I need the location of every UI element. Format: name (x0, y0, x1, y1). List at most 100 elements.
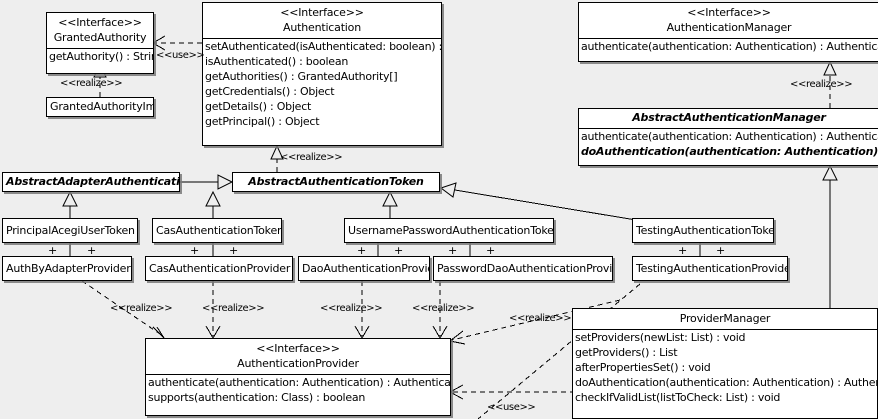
operation: isAuthenticated() : boolean (205, 55, 349, 68)
class-name: AuthenticationProvider (237, 357, 359, 370)
operation: supports(authentication: Class) : boolea… (148, 391, 366, 404)
stereotype-label: <<Interface>> (256, 342, 340, 355)
class-header: TestingAuthenticationToken (633, 219, 774, 242)
class-cas-authentication-token[interactable]: CasAuthenticationToken (152, 218, 282, 243)
association-end-marker: + (716, 244, 726, 257)
class-name: CasAuthenticationToken (156, 224, 282, 237)
class-abstract-adapter-authentication-token[interactable]: AbstractAdapterAuthenticationToken (2, 172, 180, 192)
association-end-marker: + (87, 244, 97, 257)
class-header: PrincipalAcegiUserToken (3, 219, 137, 242)
operations-compartment: getAuthority() : String (47, 49, 153, 64)
class-username-password-authentication-token[interactable]: UsernamePasswordAuthenticationToken (344, 218, 554, 243)
class-testing-authentication-token[interactable]: TestingAuthenticationToken (632, 218, 774, 243)
class-name: ProviderManager (679, 312, 771, 325)
divider (573, 329, 877, 330)
class-granted-authority-impl[interactable]: GrantedAuthorityImpl (46, 97, 154, 117)
association-end-marker: + (229, 244, 239, 257)
class-header: DaoAuthenticationProvider (299, 257, 429, 280)
class-cas-authentication-provider[interactable]: CasAuthenticationProvider (145, 256, 293, 281)
edge-label-realize-authentication-token: <<realize>> (280, 152, 343, 163)
operation: afterPropertiesSet() : void (575, 361, 711, 374)
association-end-marker: + (48, 244, 58, 257)
edge-label-realize-cas-provider: <<realize>> (202, 303, 265, 314)
operation: getAuthorities() : GrantedAuthority[] (205, 70, 398, 83)
class-abstract-authentication-manager[interactable]: AbstractAuthenticationManager authentica… (578, 108, 878, 166)
class-name: GrantedAuthorityImpl (50, 100, 153, 113)
edge-label-realize-abstract-authentication-manager: <<realize>> (790, 79, 853, 90)
stereotype-label: <<Interface>> (280, 6, 364, 19)
class-header: AuthByAdapterProvider (3, 257, 131, 280)
class-header: ProviderManager (573, 309, 877, 329)
operations-compartment: authenticate(authentication: Authenticat… (579, 39, 878, 54)
association-end-marker: + (190, 244, 200, 257)
association-end-marker: + (394, 244, 404, 257)
edge-label-realize-password-dao-provider: <<realize>> (412, 303, 475, 314)
class-principal-acegi-user-token[interactable]: PrincipalAcegiUserToken (2, 218, 138, 243)
class-header: CasAuthenticationToken (153, 219, 282, 242)
class-granted-authority[interactable]: <<Interface>> GrantedAuthority getAuthor… (46, 12, 154, 74)
operations-compartment: authenticate(authentication: Authenticat… (579, 129, 878, 159)
class-name: DaoAuthenticationProvider (302, 262, 429, 275)
edge-label-realize-auth-by-adapter: <<realize>> (110, 303, 173, 314)
class-name: PrincipalAcegiUserToken (6, 224, 135, 237)
class-name: Authentication (283, 21, 361, 34)
class-name: TestingAuthenticationToken (636, 224, 774, 237)
divider (203, 38, 441, 39)
class-authentication-provider[interactable]: <<Interface>> AuthenticationProvider aut… (145, 338, 451, 416)
association-end-marker: + (357, 244, 367, 257)
class-header: UsernamePasswordAuthenticationToken (345, 219, 553, 242)
class-password-dao-authentication-provider[interactable]: PasswordDaoAuthenticationProvider (433, 256, 613, 281)
class-header: GrantedAuthorityImpl (47, 98, 153, 116)
operation: getPrincipal() : Object (205, 115, 320, 128)
operations-compartment: setAuthenticated(isAuthenticated: boolea… (203, 39, 441, 129)
class-header: PasswordDaoAuthenticationProvider (434, 257, 613, 280)
class-name: CasAuthenticationProvider (149, 262, 291, 275)
class-name: PasswordDaoAuthenticationProvider (437, 262, 613, 275)
divider (47, 48, 153, 49)
class-header: TestingAuthenticationProvider (633, 257, 788, 280)
edge-label-realize-provider-manager: <<realize>> (509, 313, 572, 324)
operations-compartment: authenticate(authentication: Authenticat… (146, 375, 450, 405)
class-name: AuthenticationManager (666, 21, 792, 34)
stereotype-label: <<Interface>> (687, 6, 771, 19)
operation: getCredentials() : Object (205, 85, 335, 98)
operation: doAuthentication(authentication: Authent… (575, 376, 877, 389)
class-name: TestingAuthenticationProvider (636, 262, 788, 275)
class-header: <<Interface>> AuthenticationManager (579, 3, 878, 38)
operation: authenticate(authentication: Authenticat… (581, 130, 878, 143)
class-authentication[interactable]: <<Interface>> Authentication setAuthenti… (202, 2, 442, 146)
association-end-marker: + (678, 244, 688, 257)
class-abstract-authentication-token[interactable]: AbstractAuthenticationToken (232, 172, 440, 192)
operation: authenticate(authentication: Authenticat… (581, 40, 878, 53)
class-name: GrantedAuthority (53, 31, 147, 44)
operation: authenticate(authentication: Authenticat… (148, 376, 451, 389)
class-header: AbstractAuthenticationManager (579, 109, 878, 128)
class-name: AuthByAdapterProvider (6, 262, 131, 275)
divider (579, 128, 878, 129)
operation: getDetails() : Object (205, 100, 312, 113)
class-header: <<Interface>> Authentication (203, 3, 441, 38)
edge-label-realize-dao-provider: <<realize>> (320, 303, 383, 314)
operation: setAuthenticated(isAuthenticated: boolea… (205, 40, 442, 53)
edge-label-realize-granted-authority-impl: <<realize>> (60, 78, 123, 89)
class-name: AbstractAdapterAuthenticationToken (6, 175, 180, 188)
operation: getAuthority() : String (49, 50, 154, 63)
divider (146, 374, 450, 375)
class-name: AbstractAuthenticationManager (632, 111, 826, 124)
edge-label-use-provider-manager: <<use>> (487, 402, 536, 413)
edge-label-use-granted-authority: <<use>> (156, 50, 205, 61)
class-authentication-manager[interactable]: <<Interface>> AuthenticationManager auth… (578, 2, 878, 62)
operation-abstract: doAuthentication(authentication: Authent… (581, 145, 878, 158)
class-header: AbstractAuthenticationToken (233, 173, 439, 191)
class-dao-authentication-provider[interactable]: DaoAuthenticationProvider (298, 256, 430, 281)
class-name: AbstractAuthenticationToken (248, 175, 424, 188)
stereotype-label: <<Interface>> (58, 16, 142, 29)
class-testing-authentication-provider[interactable]: TestingAuthenticationProvider (632, 256, 788, 281)
class-provider-manager[interactable]: ProviderManager setProviders(newList: Li… (572, 308, 878, 419)
class-header: CasAuthenticationProvider (146, 257, 292, 280)
association-end-marker: + (448, 244, 458, 257)
operations-compartment: setProviders(newList: List) : void getPr… (573, 330, 877, 405)
operation: checkIfValidList(listToCheck: List) : vo… (575, 391, 781, 404)
class-auth-by-adapter-provider[interactable]: AuthByAdapterProvider (2, 256, 132, 281)
